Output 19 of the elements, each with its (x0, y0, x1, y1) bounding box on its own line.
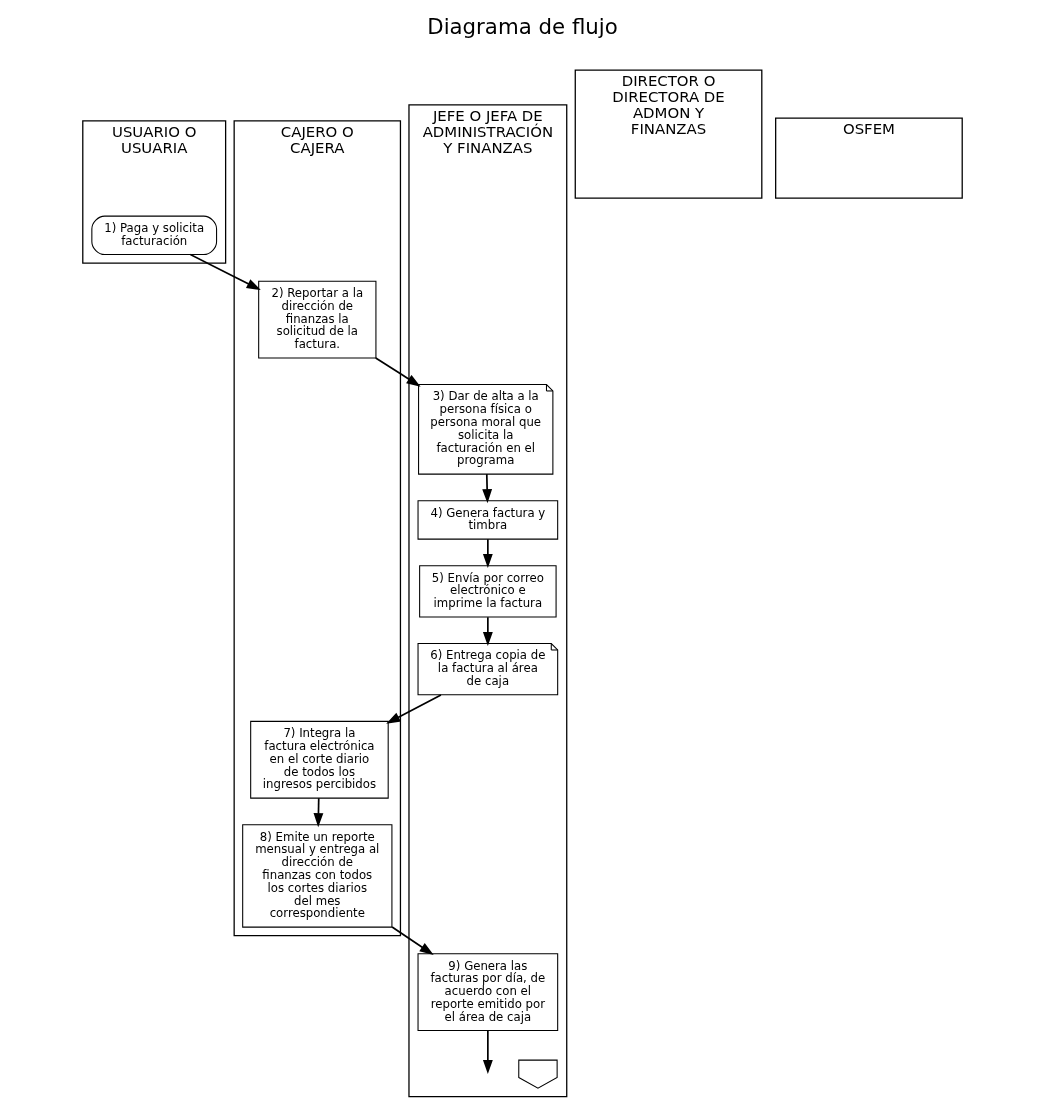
node-box: DIRECTOR O DIRECTORA DE ADMON Y FINANZAS (574, 69, 762, 199)
node-box: 9) Genera las facturas por día, de acuerdo con el reporte emitido por el área de caja (417, 953, 558, 1032)
node-box: OSFEM (774, 117, 963, 199)
node-box: 7) Integra la factura electrónica en el corte diario de todos los ingresos percibidos (249, 720, 389, 799)
arrow (189, 253, 261, 291)
arrow (481, 473, 492, 504)
node-pentagon (517, 1059, 558, 1089)
diagram-title: Diagrama de flujo (426, 14, 618, 40)
node-box: 5) Envía por correo electrónico e imprime la factura (418, 565, 557, 618)
arrow (482, 1029, 493, 1075)
node-box: 1) Paga y solicita facturación (90, 215, 217, 256)
arrow (482, 538, 493, 568)
arrow (385, 694, 442, 724)
arrow (374, 357, 421, 387)
node-box: 4) Genera factura y timbra (417, 500, 558, 540)
node-box: 2) Reportar a la dirección de finanzas la solicitud de la factura. (257, 280, 376, 359)
arrow (390, 926, 434, 955)
node-box: 8) Emite un reporte mensual y entrega al dirección de finanzas con todos los cortes diarios del mes correspondiente (241, 824, 392, 928)
arrow (482, 616, 493, 647)
